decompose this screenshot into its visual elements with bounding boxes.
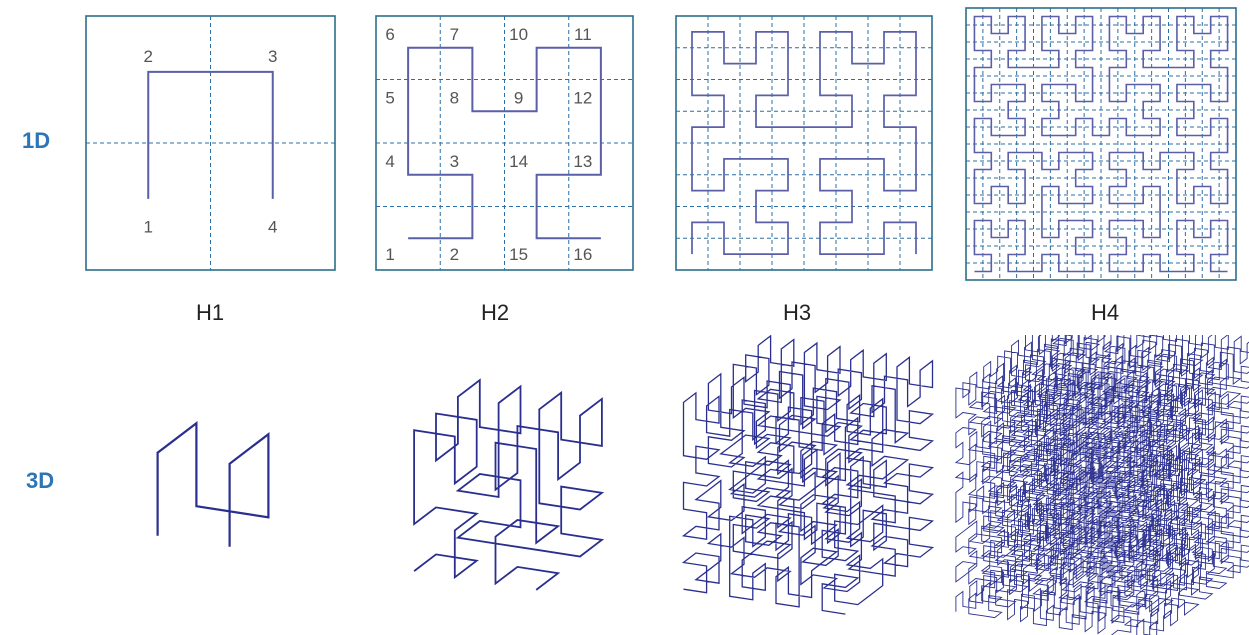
point-number-label: 16 — [573, 245, 592, 264]
point-number-label: 10 — [509, 25, 528, 44]
point-number-label: 2 — [144, 47, 153, 66]
hilbert-2d-panel-h3 — [676, 16, 932, 270]
hilbert-3d-panel-h1 — [158, 423, 269, 547]
point-number-label: 12 — [573, 89, 592, 108]
point-number-label: 11 — [574, 25, 592, 44]
point-number-label: 6 — [385, 25, 394, 44]
point-number-label: 3 — [268, 47, 277, 66]
point-number-label: 5 — [385, 89, 394, 108]
point-number-label: 13 — [573, 152, 592, 171]
point-number-label: 8 — [450, 89, 459, 108]
hilbert-2d-panel-h4 — [966, 8, 1236, 280]
level-label-h4: H4 — [1065, 300, 1145, 326]
hilbert-3d-curve-path — [684, 336, 933, 614]
point-number-label: 4 — [268, 217, 277, 236]
hilbert-3d-panel-h3 — [684, 336, 933, 614]
hilbert-3d-row — [0, 335, 1249, 635]
hilbert-2d-panel-h1: 1 2 3 4 — [86, 16, 335, 270]
hilbert-3d-curve-path — [158, 423, 269, 547]
point-number-label: 7 — [450, 25, 459, 44]
hilbert-3d-panel-h2 — [414, 380, 602, 590]
point-number-label: 9 — [514, 89, 523, 108]
point-number-label: 2 — [450, 245, 459, 264]
point-number-label: 1 — [144, 217, 153, 236]
hilbert-3d-panel-h4 — [956, 335, 1249, 635]
point-number-label: 15 — [509, 245, 528, 264]
point-number-label: 4 — [385, 152, 394, 171]
point-number-label: 14 — [509, 152, 528, 171]
level-label-h1: H1 — [170, 300, 250, 326]
level-label-h2: H2 — [455, 300, 535, 326]
point-number-label: 1 — [385, 245, 394, 264]
point-number-label: 3 — [450, 152, 459, 171]
hilbert-3d-curve-path — [956, 335, 1249, 635]
hilbert-3d-curve-path — [414, 380, 602, 590]
level-label-h3: H3 — [757, 300, 837, 326]
